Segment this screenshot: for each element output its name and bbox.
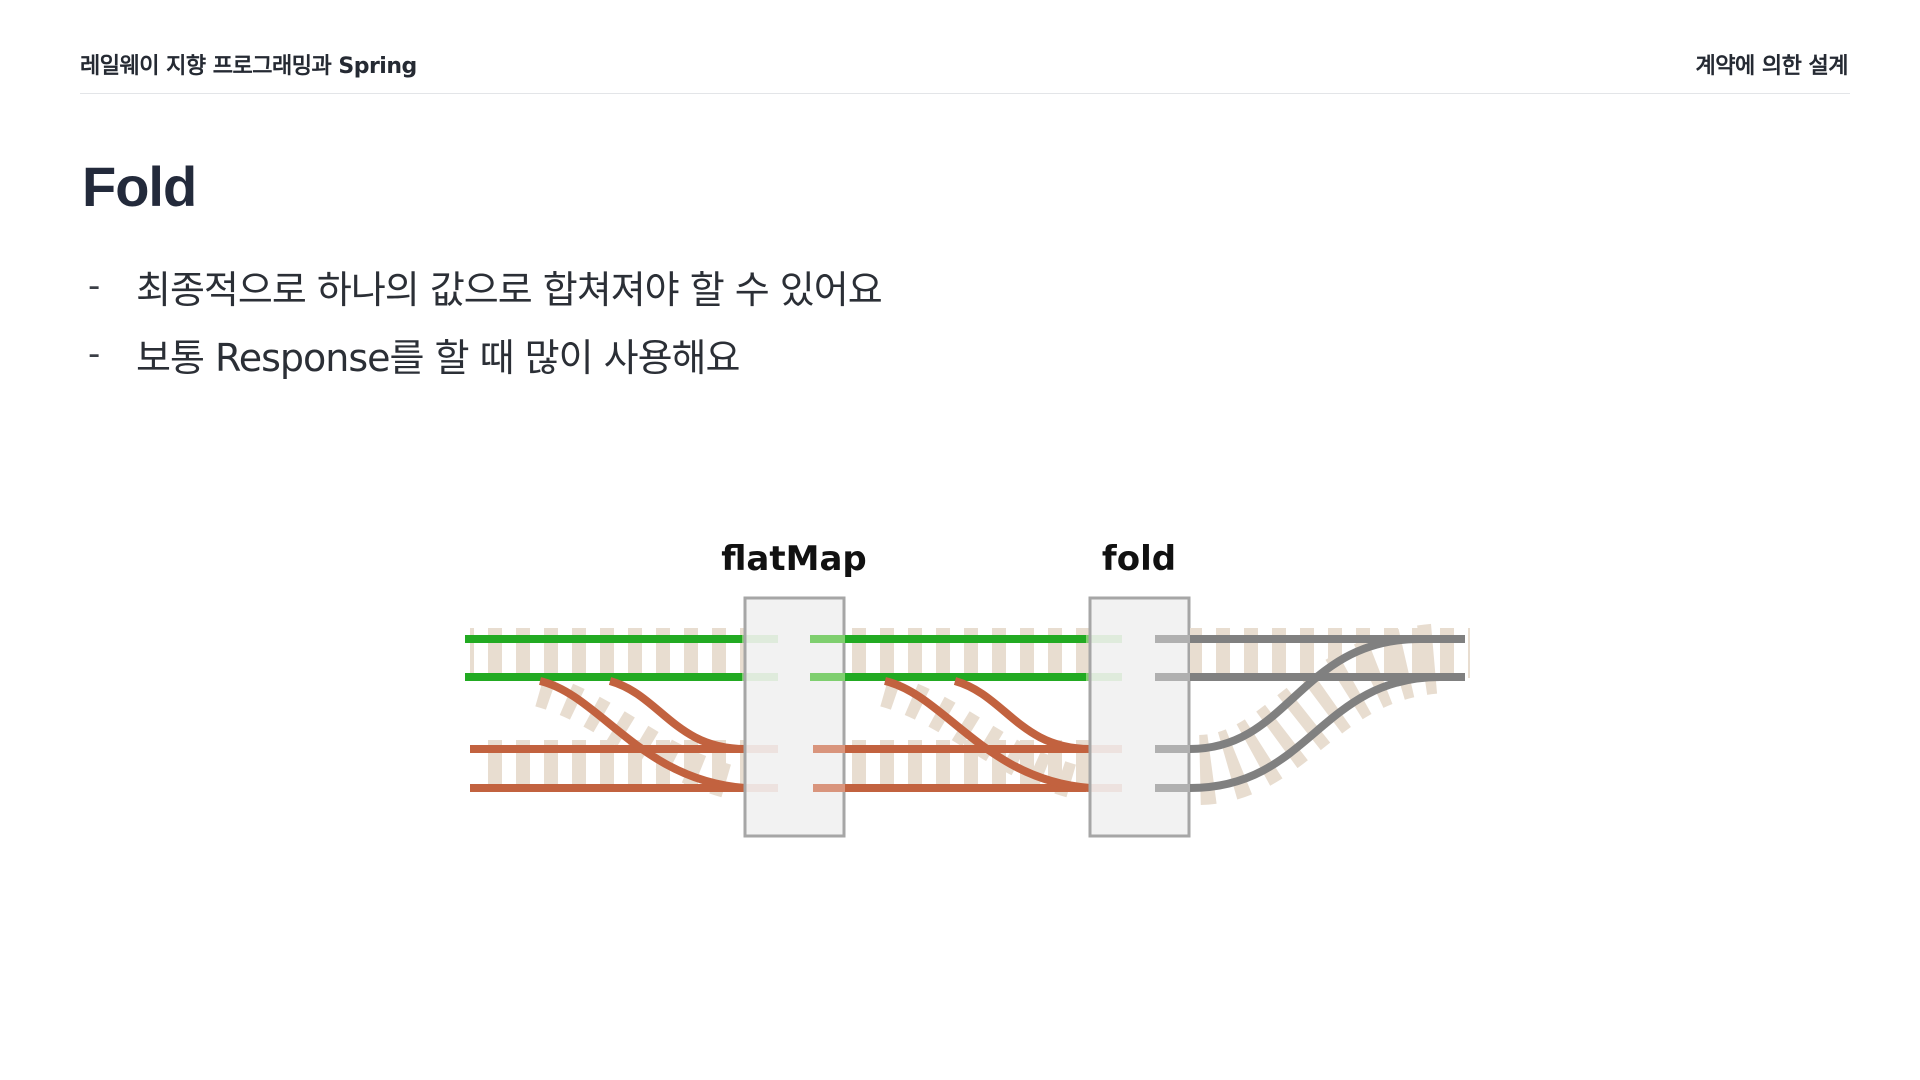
bullet-text: 보통 Response를 할 때 많이 사용해요 — [136, 335, 740, 380]
header-left-title: 레일웨이 지향 프로그래밍과 Spring — [80, 54, 417, 79]
segment-middle — [810, 628, 1122, 799]
switch-rail-outer — [884, 677, 1091, 792]
merged-curve-top — [1189, 635, 1465, 753]
merged-curve-bottom — [1189, 673, 1465, 792]
railway-diagram: flatMap fold — [460, 520, 1480, 854]
flatmap-box — [743, 596, 846, 838]
railway-diagram-svg: flatMap fold — [465, 539, 1470, 838]
switch-rail-inner — [608, 677, 746, 753]
page-title: Fold — [82, 155, 197, 218]
header-right-title: 계약에 의한 설계 — [1695, 54, 1849, 79]
bullet-item: - 보통 Response를 할 때 많이 사용해요 — [88, 320, 882, 388]
flatmap-label: flatMap — [721, 539, 867, 579]
bullet-list: - 최종적으로 하나의 값으로 합쳐져야 할 수 있어요 - 보통 Respon… — [88, 252, 883, 388]
header-divider — [80, 93, 1850, 94]
switch-rail-inner — [953, 677, 1091, 753]
fold-label: fold — [1102, 539, 1176, 579]
sleepers-merge — [1197, 623, 1452, 805]
bullet-text: 최종적으로 하나의 값으로 합쳐져야 할 수 있어요 — [136, 267, 883, 312]
bullet-dash: - — [88, 334, 100, 374]
bullet-dash: - — [88, 266, 100, 306]
bullet-item: - 최종적으로 하나의 값으로 합쳐져야 할 수 있어요 — [88, 252, 883, 320]
segment-output — [1155, 623, 1470, 805]
fold-box — [1088, 596, 1191, 838]
segment-input — [465, 628, 778, 799]
switch-rail-outer — [539, 677, 746, 792]
